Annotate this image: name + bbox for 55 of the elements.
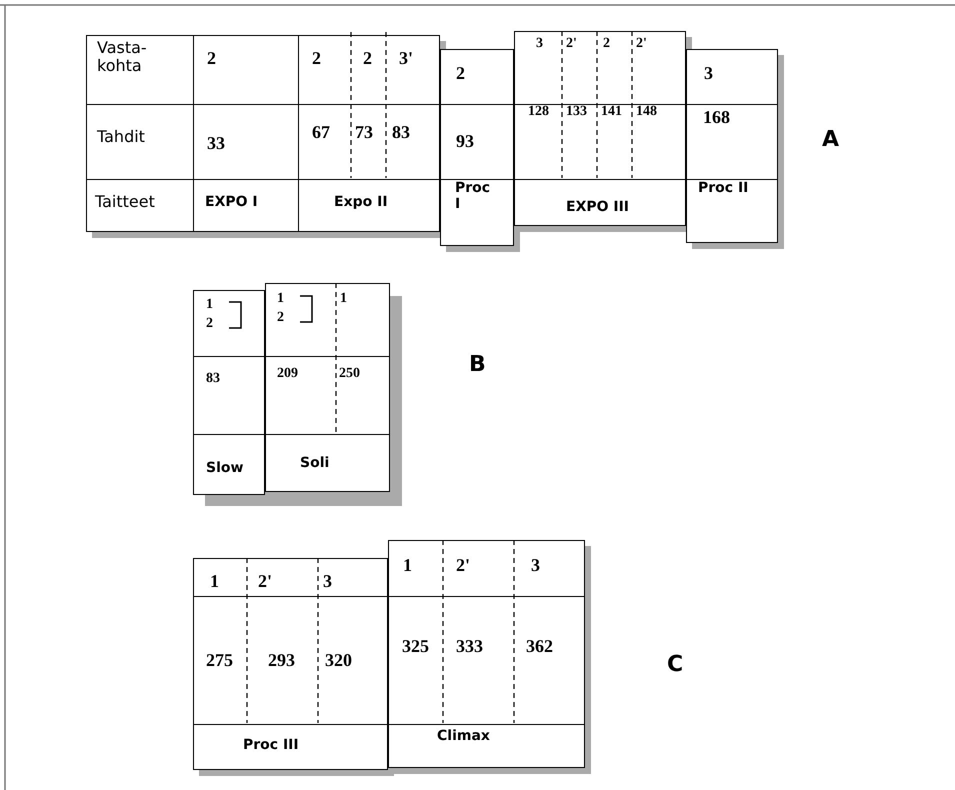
bar-number: 333 [456,636,483,657]
bar-number: 33 [207,133,225,154]
voice-number: 3' [399,48,414,69]
voice-number: 3 [536,36,543,52]
voice-number: 2' [636,36,647,52]
bar-number: 133 [566,104,587,120]
bar-number: 362 [526,636,553,657]
voice-number: 1 [277,291,284,308]
section-name: Proc II [698,180,748,196]
section-name: Expo II [334,194,388,210]
section-name: Proc I [455,180,492,212]
voice-number: 2 [312,48,321,69]
bar-number: 148 [636,104,657,120]
bar-number: 320 [325,650,352,671]
bar-number: 168 [703,107,730,128]
panel-letter: C [667,652,684,678]
voice-number: 2 [277,310,284,326]
bar-number: 250 [339,366,360,382]
bar-number: 83 [392,122,410,143]
voice-number: 1 [206,297,213,314]
row-heading: Tahdit [97,128,145,146]
bar-number: 141 [601,104,622,120]
voice-number: 2 [363,48,372,69]
panel-letter: A [822,127,840,152]
voice-number: 3 [704,63,713,84]
voice-number: 1 [210,571,219,592]
voice-number: 3 [531,555,540,576]
voice-number: 1 [340,291,347,308]
bar-number: 275 [206,650,233,671]
row-heading: Vasta-kohta [97,39,148,76]
section-name: EXPO III [566,199,630,216]
section-name: Soli [300,455,330,472]
voice-number: 2' [258,571,272,592]
row-heading: Taitteet [95,193,155,212]
voice-number: 1 [403,555,412,576]
bar-number: 209 [277,366,298,382]
voice-number: 2 [456,63,465,84]
bar-number: 67 [312,122,330,143]
voice-number: 2 [207,48,216,69]
voice-number: 2 [603,36,610,52]
bar-number: 93 [456,131,474,152]
panel-letter: B [469,352,486,378]
bar-number: 325 [402,636,429,657]
section-name: Climax [437,728,490,744]
section-name: Proc III [243,737,299,754]
voice-number: 3 [323,571,332,592]
bar-number: 73 [355,122,373,143]
voice-number: 2' [566,36,577,52]
section-name: Slow [206,460,244,476]
bar-number: 293 [268,650,295,671]
voice-number: 2 [206,316,213,332]
voice-number: 2' [456,555,470,576]
section-name: EXPO I [205,194,258,210]
bar-number: 128 [528,104,549,120]
bar-number: 83 [206,371,220,388]
